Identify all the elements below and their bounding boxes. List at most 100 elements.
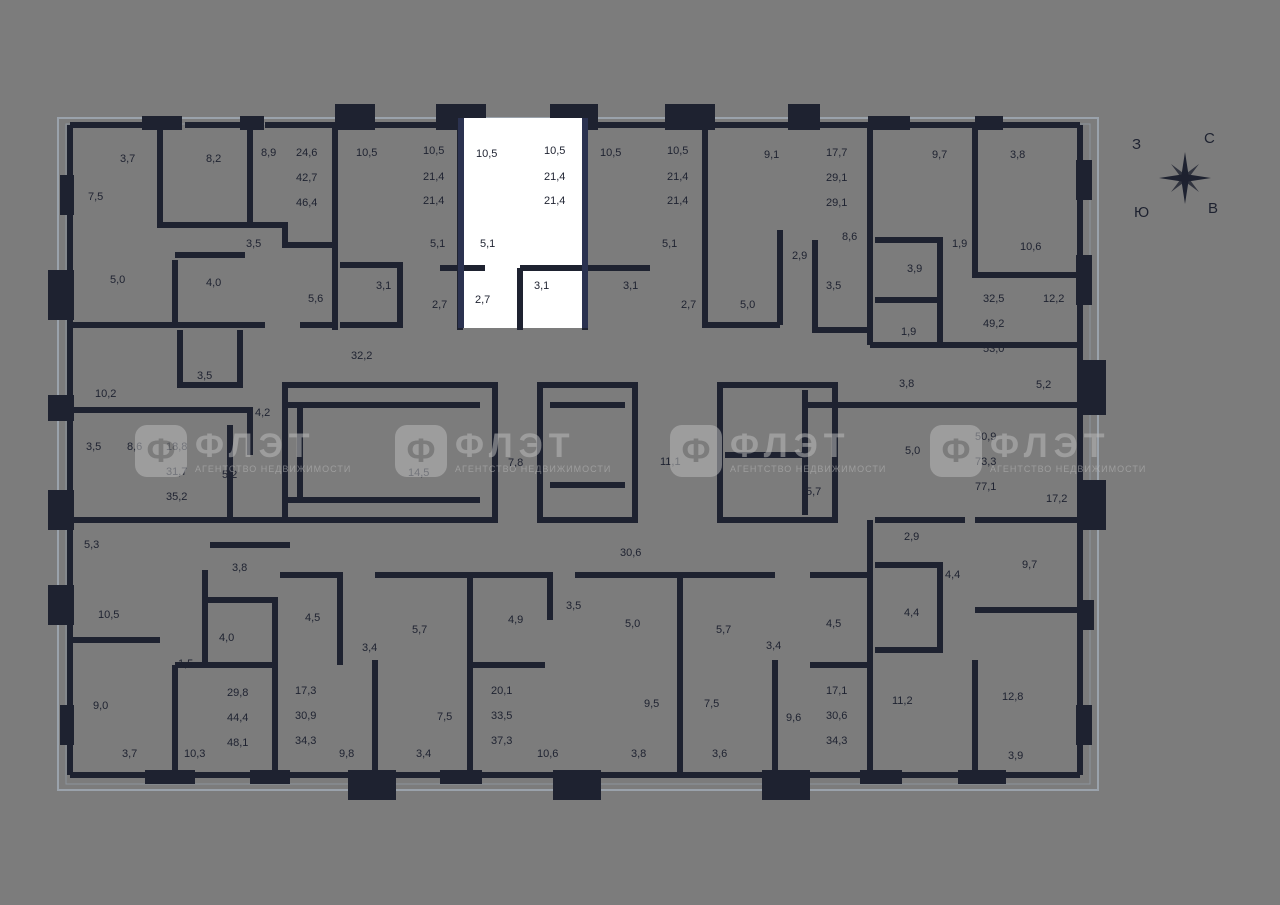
room-area-label: 3,9 (1008, 750, 1024, 762)
room-area-label: 10,5 (356, 147, 378, 159)
room-area-label: 10,6 (1020, 241, 1042, 253)
room-area-label: 9,7 (1022, 559, 1038, 571)
brand-logo-icon: Ф (930, 425, 982, 477)
room-area-label: 5,0 (110, 274, 126, 286)
room-area-label: 17,7 (826, 147, 848, 159)
room-area-label: 12,8 (1002, 691, 1024, 703)
room-area-label: 3,4 (362, 642, 378, 654)
compass-south: Ю (1134, 204, 1150, 221)
room-area-label: 20,1 (491, 685, 513, 697)
room-area-label: 3,1 (623, 280, 639, 292)
selected-area-2: 21,4 (544, 171, 566, 183)
room-area-label: 33,5 (491, 710, 513, 722)
room-area-label: 3,9 (907, 263, 923, 275)
room-area-label: 3,4 (416, 748, 432, 760)
room-area-label: 29,8 (227, 687, 249, 699)
room-area-label: 48,1 (227, 737, 249, 749)
room-area-label: 49,2 (983, 318, 1005, 330)
selected-bath: 3,1 (534, 280, 550, 292)
compass-east: В (1208, 200, 1219, 217)
room-area-label: 5,0 (625, 618, 641, 630)
room-area-label: 3,6 (712, 748, 728, 760)
room-area-label: 3,5 (86, 441, 102, 453)
room-area-label: 5,3 (84, 539, 100, 551)
room-area-label: 21,4 (423, 195, 445, 207)
room-area-label: 32,2 (351, 350, 373, 362)
room-area-label: 4,0 (206, 277, 222, 289)
room-area-label: 7,8 (508, 457, 524, 469)
room-area-label: 3,7 (122, 748, 138, 760)
room-area-label: 10,6 (537, 748, 559, 760)
room-area-label: 9,0 (93, 700, 109, 712)
room-area-label: 5,1 (430, 238, 446, 250)
room-area-label: 2,9 (792, 250, 808, 262)
room-area-label: 5,7 (412, 624, 428, 636)
room-area-label: 5,1 (662, 238, 678, 250)
room-area-label: 29,1 (826, 197, 848, 209)
room-area-label: 7,5 (437, 711, 453, 723)
room-area-label: 8,9 (261, 147, 277, 159)
room-area-label: 4,5 (305, 612, 321, 624)
room-area-label: 21,4 (667, 195, 689, 207)
room-area-label: 8,2 (206, 153, 222, 165)
room-area-label: 30,6 (826, 710, 848, 722)
room-area-label: 5,0 (905, 445, 921, 457)
room-area-label: 3,8 (631, 748, 647, 760)
room-area-label: 1,9 (952, 238, 968, 250)
room-area-label: 11,2 (892, 695, 913, 707)
room-area-label: 4,4 (945, 569, 961, 581)
room-area-label: 9,6 (786, 712, 802, 724)
room-area-label: 1,9 (901, 326, 917, 338)
room-area-label: 17,2 (1046, 493, 1068, 505)
room-area-label: 30,9 (295, 710, 317, 722)
room-area-label: 3,4 (766, 640, 782, 652)
brand-logo-icon: Ф (395, 425, 447, 477)
room-area-label: 3,7 (120, 153, 136, 165)
room-area-label: 3,5 (826, 280, 842, 292)
room-area-label: 5,7 (716, 624, 732, 636)
brand-logo-icon: Ф (135, 425, 187, 477)
compass-rose-icon (1159, 152, 1211, 204)
room-area-label: 34,3 (295, 735, 317, 747)
room-area-label: 8,6 (842, 231, 858, 243)
room-area-label: 3,8 (232, 562, 248, 574)
room-area-label: 5,2 (222, 469, 238, 481)
room-area-label: 4,5 (826, 618, 842, 630)
room-area-label: 3,8 (899, 378, 915, 390)
room-area-label: 10,5 (98, 609, 120, 621)
room-area-label: 12,2 (1043, 293, 1065, 305)
room-area-label: 21,4 (667, 171, 689, 183)
selected-kitchen: 5,1 (480, 238, 496, 250)
room-area-label: 17,3 (295, 685, 317, 697)
room-area-label: 10,2 (95, 388, 117, 400)
room-area-label: 24,6 (296, 147, 318, 159)
room-area-label: 32,5 (983, 293, 1005, 305)
room-area-label: 44,4 (227, 712, 249, 724)
room-area-label: 46,4 (296, 197, 318, 209)
room-area-label: 5,2 (1036, 379, 1052, 391)
brand-logo-icon: Ф (670, 425, 722, 477)
room-area-label: 17,1 (826, 685, 848, 697)
room-area-label: 2,9 (904, 531, 920, 543)
room-area-label: 9,8 (339, 748, 355, 760)
room-area-label: 53,0 (983, 343, 1005, 355)
room-area-label: 10,5 (667, 145, 689, 157)
room-area-label: 4,4 (904, 607, 920, 619)
room-area-label: 29,1 (826, 172, 848, 184)
room-area-label: 2,7 (432, 299, 448, 311)
compass-north: С (1204, 130, 1215, 147)
room-area-label: 3,1 (376, 280, 392, 292)
room-area-label: 3,5 (246, 238, 262, 250)
room-area-label: 9,5 (644, 698, 660, 710)
room-area-label: 30,6 (620, 547, 642, 559)
room-area-label: 37,3 (491, 735, 513, 747)
room-area-label: 4,9 (508, 614, 524, 626)
room-area-label: 5,0 (740, 299, 756, 311)
room-area-label: 7,5 (704, 698, 720, 710)
room-area-label: 5,7 (806, 486, 822, 498)
